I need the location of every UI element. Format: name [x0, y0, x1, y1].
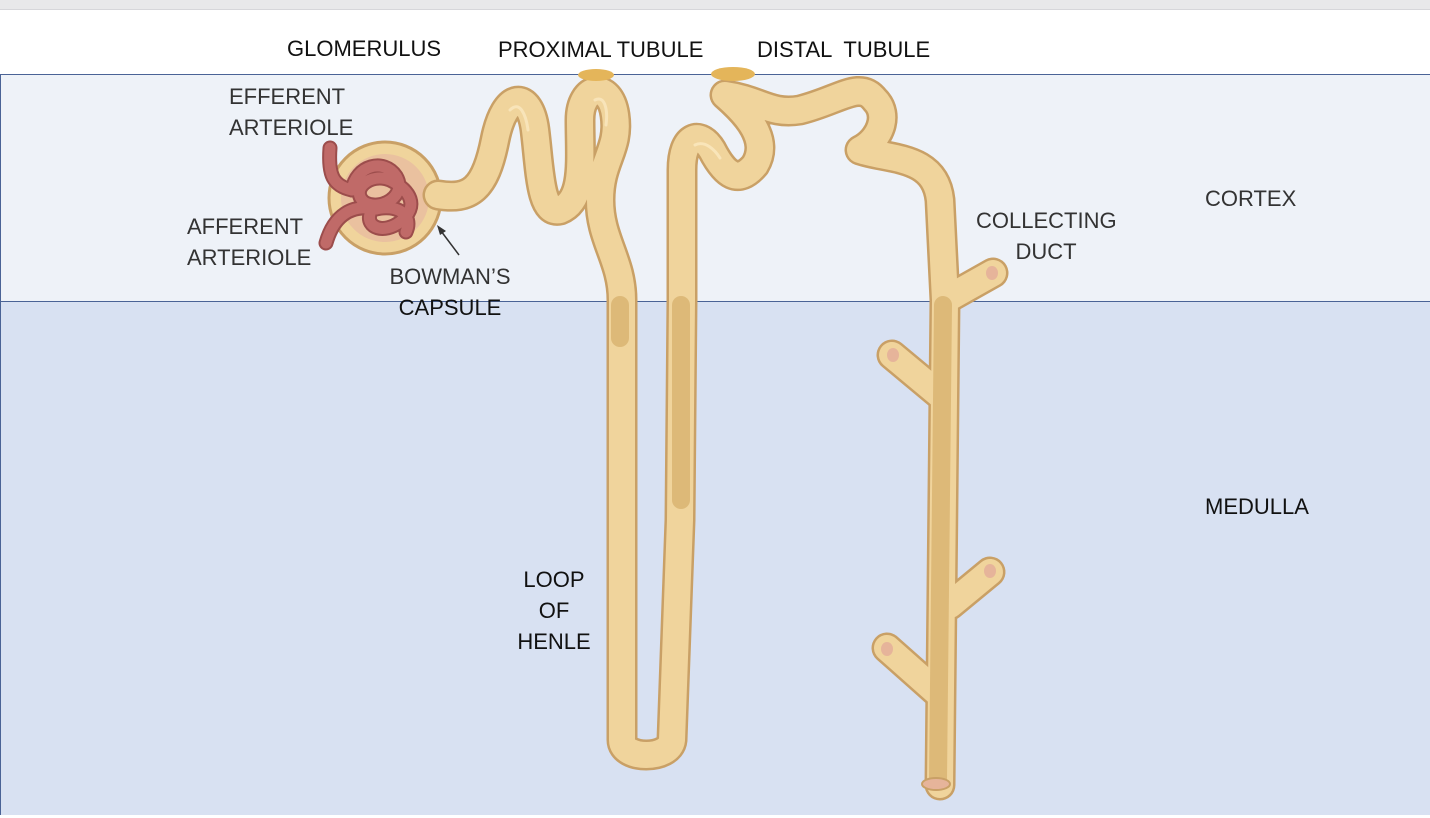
glomerulus-tuft: [318, 140, 419, 251]
loop-of-henle-label: LOOP OF HENLE: [514, 564, 594, 657]
collecting-duct-line1: COLLECTING: [976, 208, 1117, 233]
afferent-arteriole-label: AFFERENT ARTERIOLE: [187, 211, 311, 273]
distal-tubule-label: DISTAL TUBULE: [757, 37, 931, 62]
collecting-duct-label: COLLECTING DUCT: [976, 205, 1117, 267]
loop-of-henle-line3: HENLE: [517, 629, 591, 654]
loop-of-henle-line2: OF: [538, 598, 570, 623]
bowmans-capsule-line2: CAPSULE: [398, 295, 502, 320]
bowmans-capsule-label: BOWMAN’S CAPSULE: [384, 261, 516, 323]
arrow-pointer-icon: [437, 225, 460, 256]
efferent-arteriole-line2: ARTERIOLE: [229, 115, 354, 140]
window-top-strip: [0, 0, 1430, 10]
cortex-label: CORTEX: [1205, 186, 1297, 211]
efferent-arteriole-label: EFFERENT ARTERIOLE: [229, 81, 353, 143]
medulla-zone: [0, 302, 1430, 815]
tubule-system: [422, 75, 1009, 801]
cortex-zone: [0, 74, 1430, 302]
bowmans-capsule-line1: BOWMAN’S: [389, 264, 511, 289]
collecting-duct-line2: DUCT: [1015, 239, 1077, 264]
glomerulus-label: GLOMERULUS: [287, 36, 442, 61]
tubule-caps: [578, 67, 998, 791]
medulla-label: MEDULLA: [1205, 494, 1309, 519]
afferent-arteriole-line1: AFFERENT: [187, 214, 304, 239]
loop-of-henle-line1: LOOP: [523, 567, 585, 592]
efferent-arteriole-line1: EFFERENT: [229, 84, 346, 109]
proximal-tubule-label: PROXIMAL TUBULE: [498, 37, 704, 62]
afferent-arteriole-line2: ARTERIOLE: [187, 245, 312, 270]
